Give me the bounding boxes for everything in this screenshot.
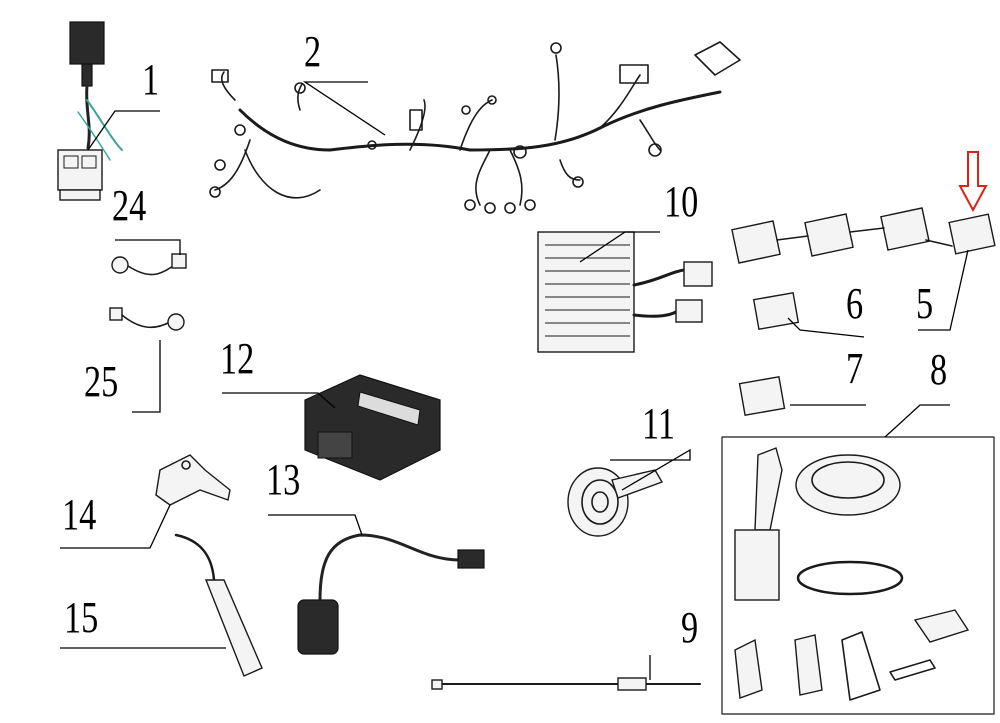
callout-14: 14 xyxy=(62,490,97,539)
part-8-lock-set xyxy=(721,436,995,715)
callout-7: 7 xyxy=(846,344,864,393)
callout-10: 10 xyxy=(664,177,699,226)
leader-lines xyxy=(60,81,969,680)
callout-1: 1 xyxy=(142,55,160,104)
part-11-horn xyxy=(567,467,664,537)
part-12-control-unit xyxy=(304,374,441,481)
callout-12: 12 xyxy=(220,334,255,383)
callout-8: 8 xyxy=(930,345,948,394)
part-2-wiring-harness xyxy=(209,41,741,214)
callout-6: 6 xyxy=(846,279,864,328)
part-24-sensor xyxy=(111,253,187,276)
relays xyxy=(731,207,996,417)
part-13-sensor-lead xyxy=(297,533,485,655)
red-down-arrow-icon xyxy=(958,151,988,213)
part-14-lever-switch xyxy=(155,454,231,506)
part-10-regulator xyxy=(537,231,713,353)
callout-5: 5 xyxy=(916,279,934,328)
callout-25: 25 xyxy=(84,357,119,406)
callout-15: 15 xyxy=(64,593,99,642)
callout-24: 24 xyxy=(112,181,147,230)
part-25-sensor xyxy=(109,307,185,331)
part-1-connector xyxy=(57,21,123,201)
callout-11: 11 xyxy=(642,399,676,448)
part-15-throttle-grip xyxy=(174,533,263,677)
callout-9: 9 xyxy=(681,603,699,652)
part-9-cable xyxy=(431,677,701,691)
callout-13: 13 xyxy=(266,455,301,504)
callout-2: 2 xyxy=(304,27,322,76)
